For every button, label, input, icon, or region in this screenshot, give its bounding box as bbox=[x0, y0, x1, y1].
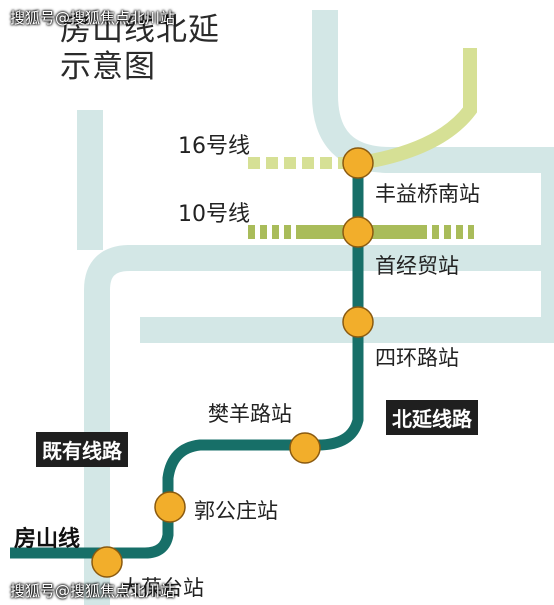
ring-road-outer bbox=[84, 245, 554, 605]
station-marker-fanyanglu bbox=[289, 432, 321, 464]
station-label-sihuanlu: 四环路站 bbox=[375, 346, 459, 370]
fangshan-line-track bbox=[10, 163, 364, 559]
station-label-shoujingmao: 首经贸站 bbox=[375, 254, 459, 278]
station-marker-fengyiqiaonan bbox=[342, 147, 374, 179]
station-label-dabaotai: 大葆台站 bbox=[120, 576, 204, 600]
existing-route-tag: 既有线路 bbox=[36, 432, 128, 467]
extension-route-tag: 北延线路 bbox=[386, 400, 478, 435]
station-label-guogongzhuang: 郭公庄站 bbox=[194, 499, 278, 523]
watermark-bottom: 搜狐号@搜狐焦点北川站 bbox=[10, 582, 176, 600]
map-title-line2: 示意图 bbox=[60, 49, 156, 85]
station-label-fanyanglu: 樊羊路站 bbox=[208, 402, 292, 426]
watermark-top: 搜狐号@搜狐焦点北川站 bbox=[10, 9, 176, 27]
station-marker-sihuanlu bbox=[342, 306, 374, 338]
fangshan-line-label: 房山线 bbox=[14, 527, 81, 552]
stations bbox=[91, 147, 374, 578]
line16-track bbox=[248, 48, 477, 170]
station-label-fengyiqiaonan: 丰益桥南站 bbox=[375, 182, 480, 206]
ring-road-inner bbox=[140, 10, 554, 343]
map-title-line1: 房山线北延 bbox=[60, 12, 220, 48]
station-marker-guogongzhuang bbox=[154, 491, 186, 523]
line16-label: 16号线 bbox=[178, 134, 250, 159]
line10-label: 10号线 bbox=[178, 202, 250, 227]
station-marker-dabaotai bbox=[91, 546, 123, 578]
station-marker-shoujingmao bbox=[342, 216, 374, 248]
